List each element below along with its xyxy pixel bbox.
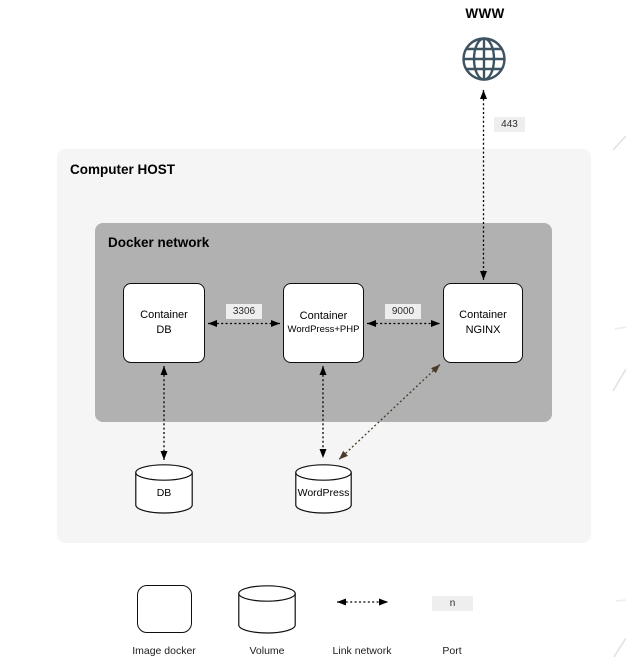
cylinder-shape-icon: [135, 464, 193, 514]
container-db-node: Container DB: [123, 283, 205, 363]
legend-volume-caption: Volume: [249, 645, 285, 657]
www-label: WWW: [465, 6, 505, 21]
docker-network-label: Docker network: [108, 235, 210, 250]
volume-db-label: DB: [156, 486, 172, 499]
canvas-edge-artifacts: [612, 135, 626, 658]
legend-image-docker-shape: [137, 585, 192, 633]
container-wordpress-node: Container WordPress+PHP: [283, 283, 364, 363]
volume-wordpress-cylinder: WordPress: [295, 464, 352, 514]
container-db-name: DB: [156, 324, 172, 336]
globe-icon: [462, 37, 506, 81]
volume-db-cylinder: DB: [135, 464, 193, 514]
legend-volume-shape: [238, 585, 296, 634]
port-443-chip: 443: [494, 117, 525, 132]
computer-host-label: Computer HOST: [70, 162, 176, 177]
container-wordpress-name: WordPress+PHP: [287, 324, 360, 336]
container-nginx-node: Container NGINX: [443, 283, 523, 363]
volume-wordpress-label: WordPress: [297, 486, 350, 499]
legend-image-docker-caption: Image docker: [132, 645, 196, 657]
legend-port-caption: Port: [442, 645, 462, 657]
cylinder-shape-icon: [295, 464, 352, 514]
container-wordpress-title: Container: [299, 310, 348, 323]
container-nginx-title: Container: [459, 309, 507, 322]
port-3306-chip: 3306: [226, 304, 262, 319]
legend-link-network-caption: Link network: [332, 645, 392, 657]
port-9000-chip: 9000: [385, 304, 421, 319]
container-db-title: Container: [140, 309, 188, 322]
cylinder-shape-icon: [238, 585, 296, 634]
legend-port-chip: n: [432, 596, 473, 611]
container-nginx-name: NGINX: [465, 324, 501, 336]
